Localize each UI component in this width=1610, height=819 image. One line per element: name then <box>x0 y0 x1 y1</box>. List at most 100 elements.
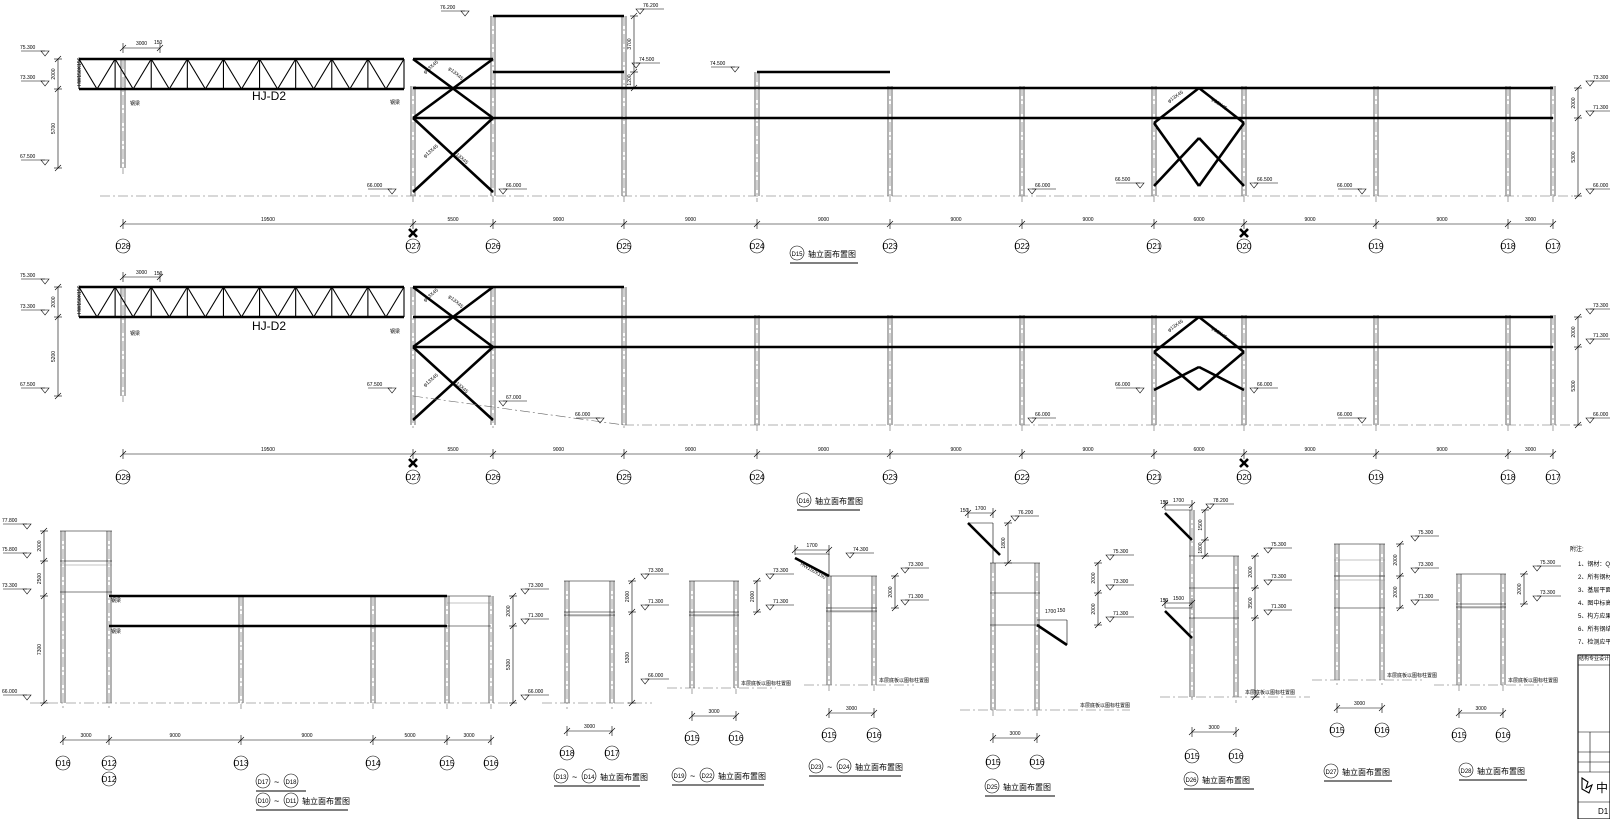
truss-diagonal <box>367 58 387 90</box>
title-axis-bubble <box>581 768 597 784</box>
level-label: 66.000 <box>528 689 544 695</box>
level-label: 73.300 <box>1540 590 1556 596</box>
axis-label: D24 <box>750 473 765 482</box>
knee-brace <box>1164 610 1193 639</box>
dimension-value: 2500 <box>37 573 43 584</box>
truss-diagonal <box>132 286 152 318</box>
beam-note: 钢梁 <box>130 330 140 337</box>
axis-bubble <box>1545 469 1561 485</box>
brace-label: φ13X45 <box>1210 97 1228 112</box>
truss-diagonal <box>295 286 315 318</box>
v-brace <box>1153 137 1200 187</box>
axis-bubble <box>728 730 744 746</box>
axis-bubble <box>115 469 131 485</box>
axis-label: D27 <box>406 473 421 482</box>
level-marker <box>1105 616 1115 623</box>
dimension-value: 2000 <box>51 296 57 307</box>
level-label: 73.300 <box>1113 579 1129 585</box>
title-axis-label: D26 <box>1185 778 1197 784</box>
level-marker <box>1585 338 1595 345</box>
dimension-tick <box>487 736 495 744</box>
dimension-tick <box>1150 220 1158 228</box>
foundation-note: 本层底板以图标柱置图 <box>1245 689 1295 696</box>
dimension-tick <box>54 164 62 172</box>
dimension-value: 9000 <box>1082 217 1093 223</box>
level-label: 71.300 <box>528 613 544 619</box>
level-label: 75.300 <box>20 273 36 279</box>
view-title: 轴立面布置图 <box>302 796 350 806</box>
level-label: 71.300 <box>773 599 789 605</box>
dimension-value: 1700 <box>1173 498 1184 504</box>
dimension-tick <box>1396 540 1404 548</box>
note-item: 6、所有钢结 <box>1578 625 1610 633</box>
brace-label: φ13X45 <box>422 372 440 388</box>
axis-bubble <box>821 727 837 743</box>
cross-brace <box>412 346 494 421</box>
axis-label: D19 <box>1369 473 1384 482</box>
truss-diagonal <box>204 286 224 318</box>
axis-label: D13 <box>234 759 249 768</box>
dimension-value: 3000 <box>1009 731 1020 737</box>
dimension-value: 150 <box>1160 500 1169 506</box>
level-marker <box>1263 609 1273 616</box>
axis-bubble <box>1495 727 1511 743</box>
title-block-header: 结构专业设计 <box>1579 655 1609 662</box>
truss-diagonal <box>367 286 387 318</box>
dimension-tick <box>1574 84 1582 92</box>
level-marker <box>1135 182 1145 189</box>
foundation-note: 本层底板以图标柱置图 <box>879 677 929 684</box>
dimension-tick <box>1549 450 1557 458</box>
axis-label: D21 <box>1147 473 1162 482</box>
level-label: 66.000 <box>1337 183 1353 189</box>
dimension-tick <box>1396 572 1404 580</box>
dimension-value: 1500 <box>1173 596 1184 602</box>
dimension-tick <box>1251 584 1259 592</box>
dimension-value: 9000 <box>950 447 961 453</box>
dimension-tick <box>1232 728 1240 736</box>
axis-label: D20 <box>1237 242 1252 251</box>
title-axis-label: D22 <box>701 774 713 780</box>
title-axis-label: D19 <box>673 774 685 780</box>
dimension-value: 2000 <box>1091 572 1097 583</box>
title-axis-bubble <box>255 773 271 789</box>
axis-bubble <box>483 755 499 771</box>
dimension-tick <box>1372 220 1380 228</box>
dimension-tick <box>119 450 127 458</box>
level-marker <box>1135 387 1145 394</box>
dimension-value: 9000 <box>1304 217 1315 223</box>
dimension-value: 3000 <box>1354 701 1365 707</box>
axis-bubble <box>1029 754 1045 770</box>
truss-diagonal <box>186 286 206 318</box>
title-separator: ~ <box>572 772 577 782</box>
level-marker <box>845 552 855 559</box>
level-marker <box>520 694 530 701</box>
truss-diagonal <box>114 286 134 318</box>
beam-note: 钢梁 <box>111 597 121 604</box>
level-marker <box>765 573 775 580</box>
dimension-tick <box>1004 519 1012 527</box>
axis-label: D27 <box>406 242 421 251</box>
dimension-tick <box>1240 220 1248 228</box>
title-axis-bubble <box>808 758 824 774</box>
title-axis-label: D24 <box>838 765 850 771</box>
v-brace <box>1153 351 1200 391</box>
view-title: 轴立面布置图 <box>1477 766 1525 776</box>
dimension-value: 2000 <box>1248 566 1254 577</box>
dimension-tick <box>753 577 761 585</box>
truss-label: HJ-D2 <box>252 319 286 333</box>
title-axis-bubble <box>553 768 569 784</box>
title-axis-bubble <box>789 245 805 261</box>
dimension-tick <box>1333 704 1341 712</box>
dimension-tick <box>1549 220 1557 228</box>
level-label: 78.200 <box>1213 498 1229 504</box>
dimension-value: 2000 <box>37 540 43 551</box>
level-label: 66.500 <box>1115 177 1131 183</box>
dimension-tick <box>1251 614 1259 622</box>
axis-bubble <box>1500 238 1516 254</box>
dimension-tick <box>753 450 761 458</box>
axis-label: D22 <box>1015 242 1030 251</box>
truss-diagonal <box>241 58 261 90</box>
dimension-value: 9000 <box>818 217 829 223</box>
